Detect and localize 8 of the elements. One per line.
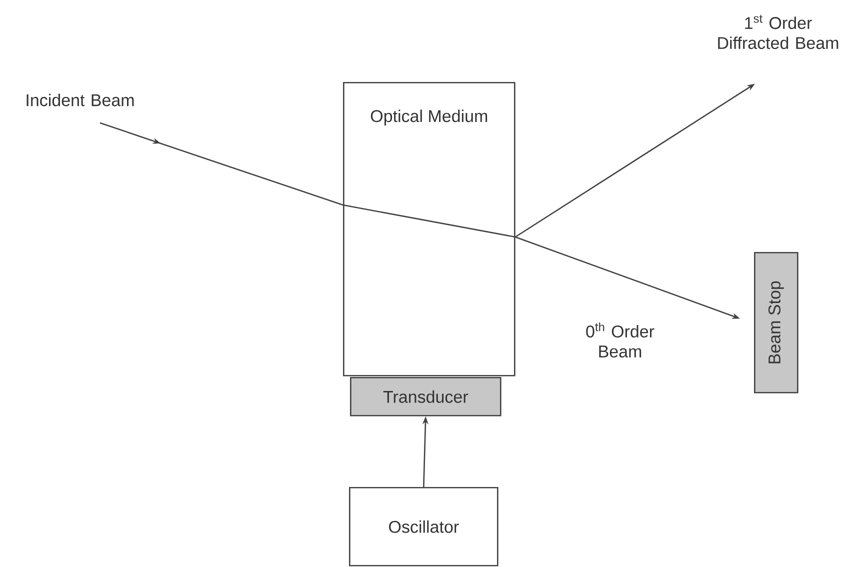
beam-label: Incident Beam xyxy=(26,94,134,106)
beam-stop-box: Beam Stop xyxy=(754,252,798,394)
arrow xyxy=(100,122,344,206)
process-box: Oscillator xyxy=(349,487,498,566)
beam-label: 1$^{st}$ Order Diffracted Beam xyxy=(718,14,838,50)
optical-medium-box: Optical Medium xyxy=(343,82,516,376)
process-box: Transducer xyxy=(350,377,502,416)
edge-label: 0$^{th}$ Order Beam xyxy=(586,322,654,358)
